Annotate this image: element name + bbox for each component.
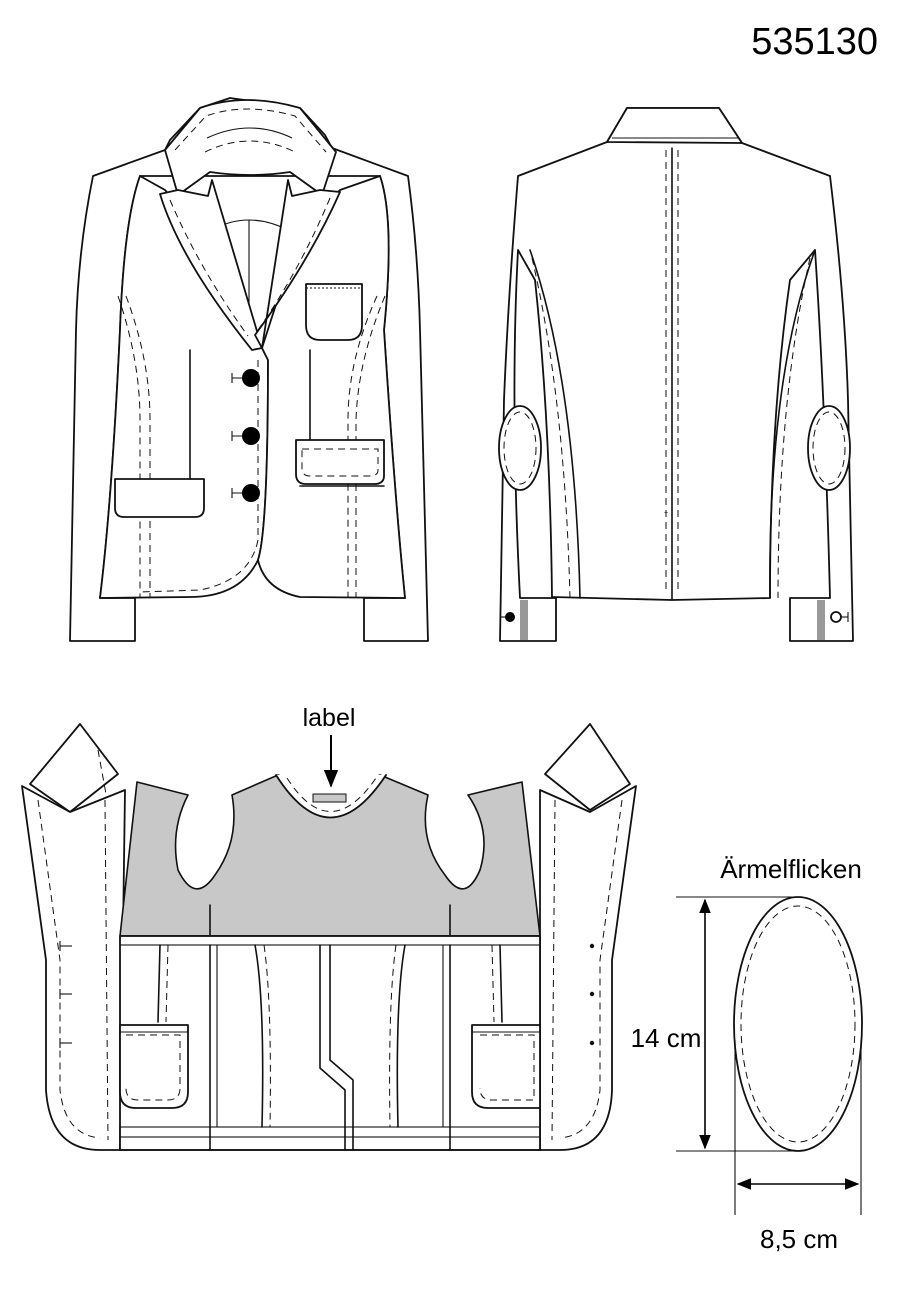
patch-height-label: 14 cm <box>631 1023 702 1053</box>
left-lapel <box>159 179 263 351</box>
right-flap-pocket <box>295 439 385 485</box>
chest-pocket <box>305 283 363 341</box>
inside-pocket-right <box>471 1024 541 1109</box>
inside-pocket-left <box>119 1024 189 1109</box>
button-icon <box>242 427 260 445</box>
label-tag <box>312 793 347 803</box>
right-lapel <box>254 179 341 349</box>
front-collar <box>164 99 337 196</box>
front-buttons <box>231 369 260 502</box>
back-body-outline <box>499 107 854 642</box>
buttonhole-marks <box>59 941 595 1048</box>
left-elbow-patch <box>498 405 542 491</box>
button-icon <box>242 369 260 387</box>
jacket-back-view: ~ <box>498 107 854 642</box>
elbow-patch-shape <box>733 896 863 1152</box>
left-flap-pocket <box>114 478 205 518</box>
cuff-button-icon <box>505 612 515 622</box>
right-elbow-patch <box>807 405 851 491</box>
pattern-number: 535130 <box>751 21 878 63</box>
label-callout-text: label <box>303 704 356 732</box>
button-icon <box>242 484 260 502</box>
elbow-patch-title: Ärmelflicken <box>720 854 862 884</box>
svg-text:~: ~ <box>664 510 668 517</box>
elbow-patch-detail: Ärmelflicken 14 cm 8,5 cm <box>631 854 863 1254</box>
jacket-inside-view: label <box>21 704 637 1151</box>
patch-width-label: 8,5 cm <box>760 1224 838 1254</box>
jacket-front-view <box>69 97 429 642</box>
cuff-button-icon <box>830 611 842 623</box>
